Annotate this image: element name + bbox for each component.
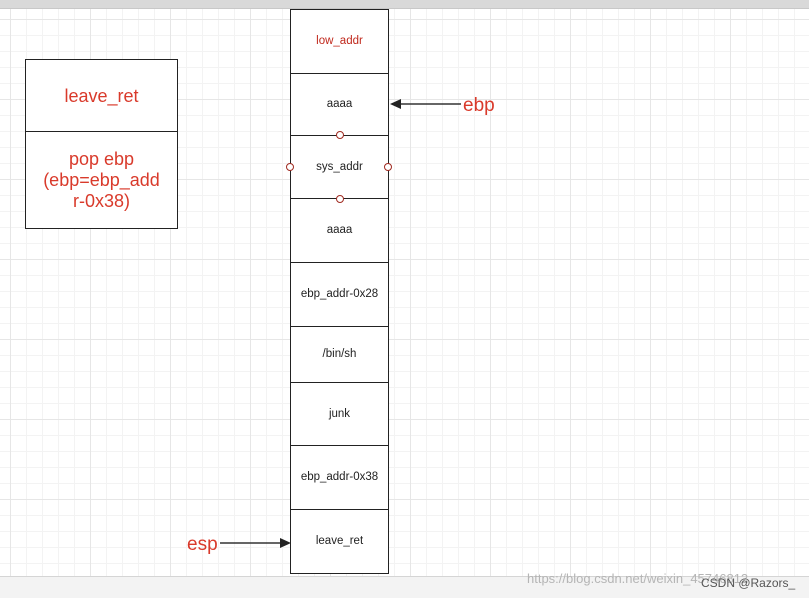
stack-cell-sys-addr[interactable]: sys_addr bbox=[290, 135, 389, 199]
stack-cell-label: aaaa bbox=[326, 98, 353, 110]
stack-cell-label: ebp_addr-0x28 bbox=[300, 288, 379, 300]
stack-column: low_addr aaaa sys_addr aaaa ebp_addr-0x2… bbox=[290, 9, 389, 574]
stack-cell-label: ebp_addr-0x38 bbox=[300, 471, 379, 483]
stack-cell-bin-sh[interactable]: /bin/sh bbox=[290, 326, 389, 383]
ebp-label: ebp bbox=[463, 95, 495, 116]
stack-cell-leave-ret[interactable]: leave_ret bbox=[290, 509, 389, 574]
note-body-line-1: pop ebp bbox=[68, 148, 135, 169]
stack-cell-label: aaaa bbox=[326, 224, 353, 236]
note-title: leave_ret bbox=[64, 85, 139, 106]
watermark-credit: CSDN @Razors_ bbox=[701, 576, 796, 590]
resize-handle-top[interactable] bbox=[336, 131, 344, 139]
note-body: pop ebp (ebp=ebp_add r-0x38) bbox=[43, 149, 160, 212]
note-body-line-3: r-0x38) bbox=[72, 190, 130, 211]
bottom-bar bbox=[0, 576, 809, 598]
stack-cell-junk[interactable]: junk bbox=[290, 382, 389, 446]
top-bar bbox=[0, 0, 809, 9]
note-body-line-2: (ebp=ebp_add bbox=[43, 169, 160, 190]
esp-arrow-head bbox=[280, 538, 291, 548]
stack-cell-label: sys_addr bbox=[316, 160, 363, 173]
stack-cell-label: /bin/sh bbox=[322, 348, 357, 360]
stack-cell-label: leave_ret bbox=[315, 535, 364, 547]
resize-handle-bottom[interactable] bbox=[336, 195, 344, 203]
canvas-grid bbox=[0, 9, 809, 576]
esp-label: esp bbox=[187, 534, 218, 555]
resize-handle-left[interactable] bbox=[286, 163, 294, 171]
stack-cell-ebp-addr-0x28[interactable]: ebp_addr-0x28 bbox=[290, 262, 389, 327]
stack-cell-ebp-addr-0x38[interactable]: ebp_addr-0x38 bbox=[290, 445, 389, 510]
watermark-url: https://blog.csdn.net/weixin_45746812 bbox=[527, 571, 749, 586]
note-body-box[interactable]: pop ebp (ebp=ebp_add r-0x38) bbox=[25, 131, 178, 229]
stack-cell-low-addr[interactable]: low_addr bbox=[290, 9, 389, 74]
resize-handle-right[interactable] bbox=[384, 163, 392, 171]
stack-cell-label: low_addr bbox=[316, 35, 363, 47]
stack-cell-label: junk bbox=[328, 407, 351, 420]
stack-cell-aaaa-1[interactable]: aaaa bbox=[290, 73, 389, 136]
ebp-arrow-head bbox=[390, 99, 401, 109]
